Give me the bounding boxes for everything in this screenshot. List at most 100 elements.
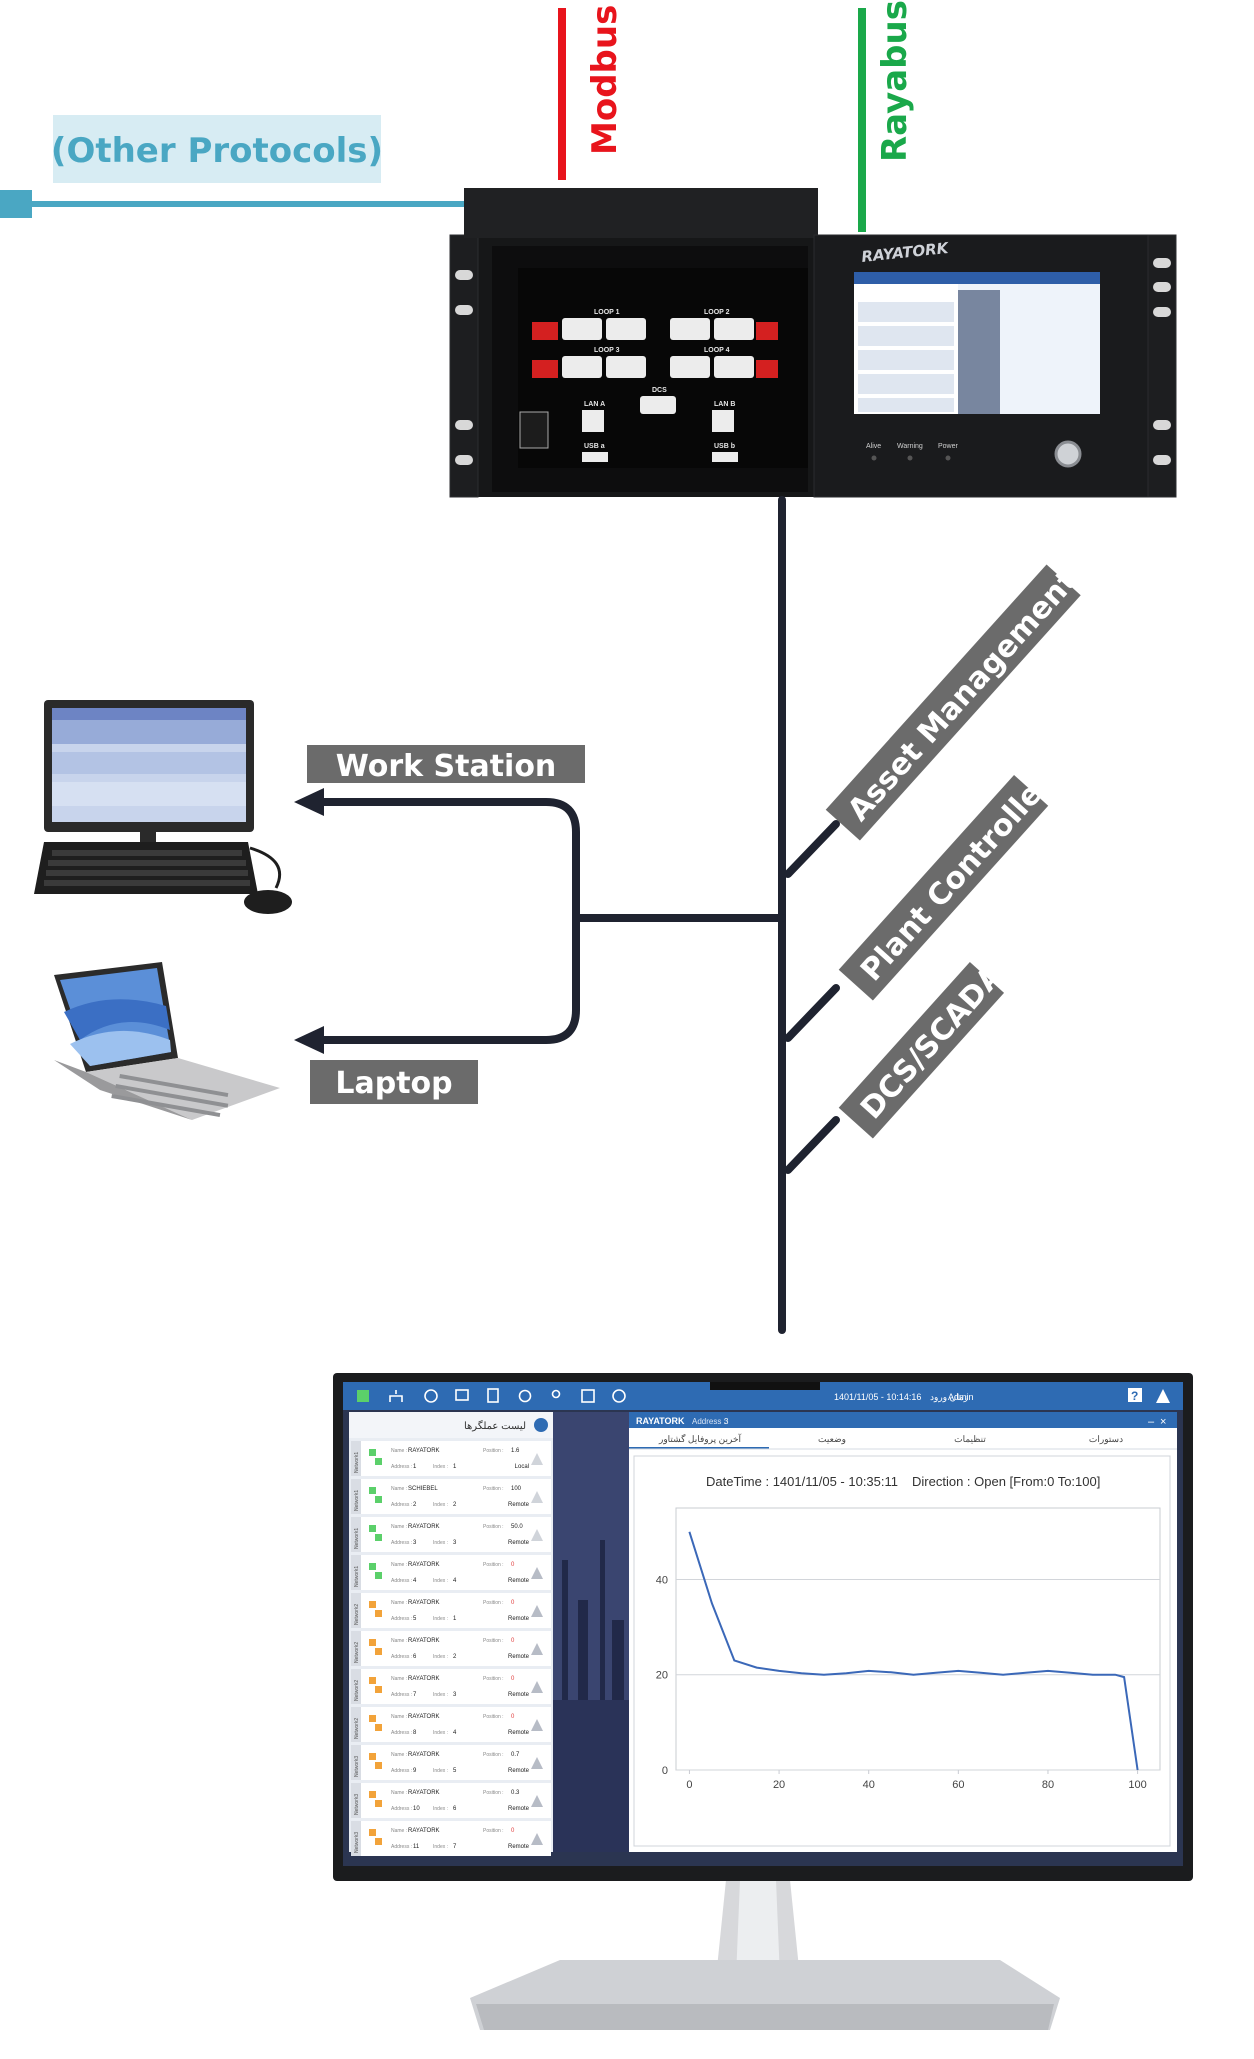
other-protocols-label: (Other Protocols) [51, 131, 383, 171]
detail-close-button[interactable]: × [1160, 1416, 1166, 1428]
app-toolbar [357, 1388, 626, 1403]
hierarchy-icon[interactable] [389, 1390, 403, 1402]
detail-minimize-button[interactable]: – [1148, 1416, 1155, 1428]
power-button[interactable] [1054, 440, 1082, 468]
info-icon[interactable] [424, 1389, 438, 1403]
actuator-index: 5 [453, 1768, 457, 1774]
palette-icon[interactable] [612, 1389, 626, 1403]
detail-address-label: Address : [692, 1417, 726, 1426]
actuator-name: SCHIEBEL [408, 1486, 438, 1492]
address-label: Address : [391, 1692, 412, 1698]
laptop-label: Laptop [335, 1066, 452, 1101]
actuator-status-icon [369, 1525, 376, 1532]
actuator-status-icon [375, 1610, 382, 1617]
tab-torque-profile[interactable]: آخرین پروفایل گشتاور [658, 1433, 742, 1445]
actuator-mode: Remote [508, 1692, 530, 1698]
index-label: Index : [433, 1616, 448, 1622]
monitor: 1401/11/05 - 10:14:16 زمان ورود Admin ? … [333, 1373, 1193, 2030]
x-tick-label: 80 [1042, 1779, 1054, 1791]
network-tag [351, 1517, 361, 1552]
actuator-name: RAYATORK [408, 1752, 440, 1758]
led-alive: Alive [866, 443, 881, 450]
actuator-status-icon [375, 1648, 382, 1655]
actuator-address: 2 [413, 1502, 417, 1508]
taskbar-strip [710, 1382, 820, 1390]
tab-status[interactable]: وضعیت [818, 1434, 846, 1445]
port-usb-a: USB a [584, 443, 605, 450]
index-label: Index : [433, 1502, 448, 1508]
x-tick-label: 60 [952, 1779, 964, 1791]
position-label: Position : [483, 1752, 504, 1758]
name-label: Name : [391, 1676, 407, 1682]
network-label: Network3 [354, 1832, 360, 1853]
port-loop1: LOOP 1 [594, 309, 620, 316]
active-tab-underline [629, 1447, 769, 1449]
actuator-status-icon [369, 1677, 376, 1684]
network-tag [351, 1479, 361, 1514]
actuator-position: 0 [511, 1638, 515, 1644]
actuator-mode: Remote [508, 1616, 530, 1622]
alert-icon [531, 1681, 543, 1693]
address-label: Address : [391, 1502, 412, 1508]
name-label: Name : [391, 1714, 407, 1720]
actuator-status-icon [375, 1838, 382, 1845]
actuator-name: RAYATORK [408, 1676, 440, 1682]
users-icon[interactable] [551, 1389, 561, 1399]
tab-settings[interactable]: تنظیمات [954, 1434, 986, 1444]
name-label: Name : [391, 1790, 407, 1796]
network-tag [351, 1593, 361, 1628]
network-label: Network3 [354, 1794, 360, 1815]
index-label: Index : [433, 1540, 448, 1546]
led-warning: Warning [897, 443, 923, 450]
network-tag [351, 1555, 361, 1590]
network-tag [351, 1707, 361, 1742]
tab-commands[interactable]: دستورات [1089, 1434, 1123, 1445]
topbar-login-time-label: زمان ورود [930, 1392, 968, 1403]
position-label: Position : [483, 1638, 504, 1644]
actuator-row-bg [351, 1707, 551, 1742]
device-leds: Alive Warning Power [866, 443, 959, 461]
gear-icon[interactable] [518, 1389, 532, 1403]
y-tick-label: 40 [656, 1574, 668, 1586]
y-tick-label: 20 [656, 1670, 668, 1682]
actuator-index: 7 [453, 1844, 457, 1850]
position-label: Position : [483, 1486, 504, 1492]
menu-list-icon[interactable] [357, 1390, 369, 1402]
actuator-index: 3 [453, 1692, 457, 1698]
warning-icon[interactable] [1156, 1389, 1170, 1403]
actuator-status-icon [369, 1563, 376, 1570]
actuator-row-bg [351, 1479, 551, 1514]
document-icon[interactable] [487, 1388, 499, 1403]
laptop-tablet-icon [54, 962, 280, 1120]
detail-title: RAYATORK [636, 1416, 685, 1426]
port-lan-b: LAN B [714, 401, 735, 408]
network-tag [351, 1441, 361, 1476]
other-protocols-terminal [0, 190, 32, 218]
monitor-icon[interactable] [455, 1389, 469, 1401]
alert-icon [531, 1491, 543, 1503]
actuator-name: RAYATORK [408, 1714, 440, 1720]
actuator-position: 50.0 [511, 1524, 523, 1530]
chip-icon[interactable] [581, 1389, 595, 1403]
actuator-status-icon [369, 1487, 376, 1494]
topbar-user: Admin [948, 1392, 974, 1402]
actuator-row-bg [351, 1745, 551, 1780]
actuator-index: 2 [453, 1502, 457, 1508]
help-button[interactable] [1128, 1388, 1142, 1402]
alert-icon [531, 1833, 543, 1845]
laptop-label-bg [310, 1060, 478, 1104]
index-label: Index : [433, 1768, 448, 1774]
back-button[interactable] [534, 1418, 548, 1432]
